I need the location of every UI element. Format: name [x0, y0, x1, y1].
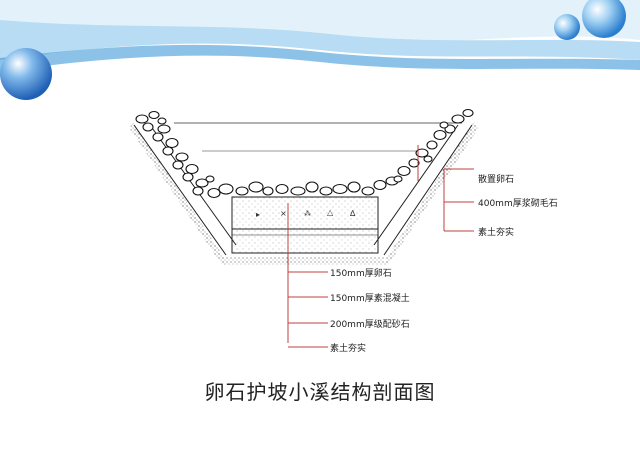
svg-text:△: △	[327, 208, 334, 217]
svg-text:▸: ▸	[256, 210, 260, 219]
bubble-large-left	[0, 48, 52, 100]
label-cobble-layer: 150mm厚卵石	[330, 268, 392, 279]
slide-header-decoration	[0, 0, 640, 120]
label-graded-gravel: 200mm厚级配砂石	[330, 318, 410, 330]
header-wave-dark	[0, 44, 640, 72]
diagram-caption: 卵石护坡小溪结构剖面图	[204, 380, 436, 404]
svg-text:⁂: ⁂	[304, 210, 311, 218]
svg-text:∆: ∆	[349, 209, 356, 218]
slope-masonry	[133, 124, 473, 256]
soil-under-bed	[224, 257, 384, 265]
header-wave-mid	[0, 20, 640, 60]
water-surface	[174, 122, 462, 152]
label-plain-concrete: 150mm厚素混凝土	[330, 292, 410, 304]
label-rubble-masonry: 400mm厚浆砌毛石	[478, 197, 558, 209]
label-compacted-soil-bottom: 素土夯实	[330, 342, 366, 354]
svg-text:×: ×	[280, 209, 287, 218]
cross-section-diagram: ▸ × △ ∆ ⁂	[122, 85, 582, 375]
bubble-top-right-large	[582, 0, 626, 38]
label-scattered-cobble: 散置卵石	[478, 173, 514, 185]
leader-lines	[287, 145, 474, 348]
label-compacted-soil-right: 素土夯实	[478, 226, 514, 238]
bubble-top-right-small	[554, 14, 580, 40]
cobble-stones	[135, 108, 474, 199]
streambed-layers: ▸ × △ ∆ ⁂	[231, 196, 379, 254]
